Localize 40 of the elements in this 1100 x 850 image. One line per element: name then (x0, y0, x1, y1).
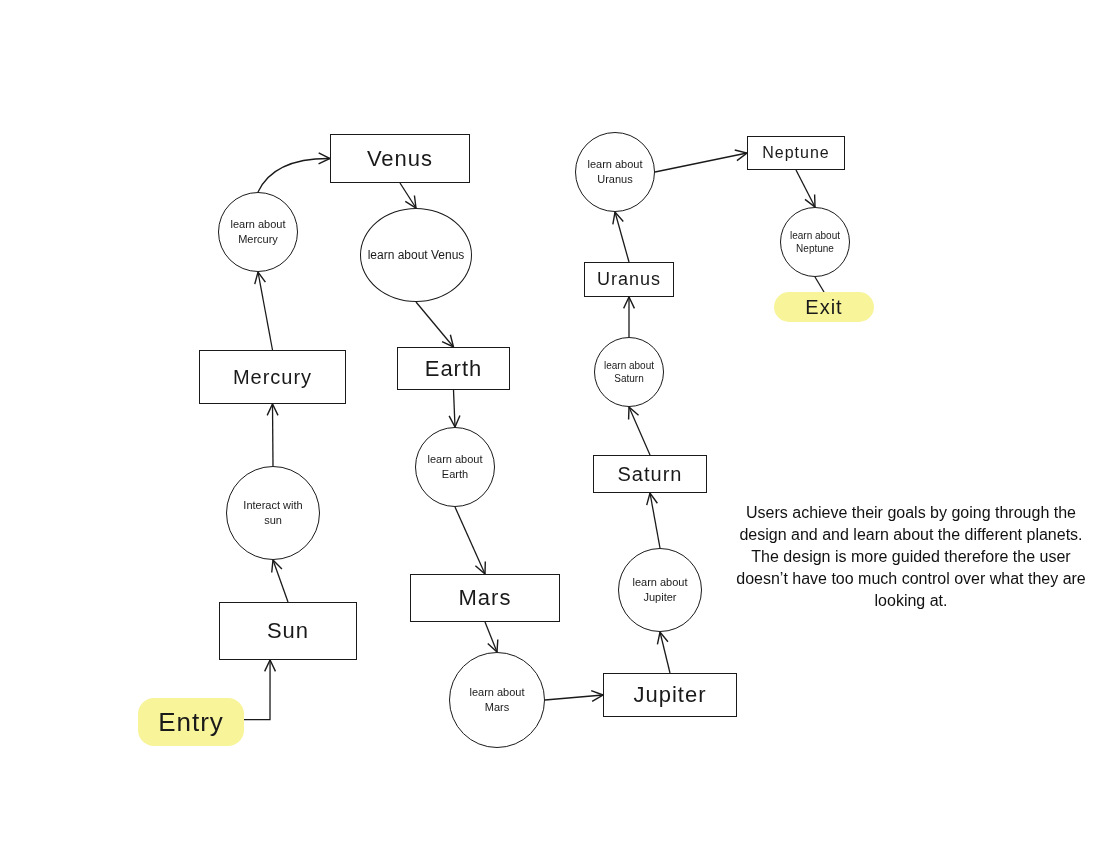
arrow (612, 211, 630, 263)
arrow (544, 689, 604, 703)
step-circle: learn about Mercury (218, 192, 298, 272)
arrow (271, 559, 289, 603)
arrow (399, 182, 417, 209)
arrow (622, 296, 636, 338)
arrow (795, 169, 816, 208)
description-text: Users achieve their goals by going through the design and and learn about the different planets. The design is more guided therefore the user doesn’t have too much control over what they are looking at. (735, 503, 1087, 611)
arrow (484, 621, 499, 653)
process-box: Earth (397, 347, 510, 390)
arrow (646, 492, 661, 549)
arrow (415, 301, 455, 348)
process-box: Venus (330, 134, 470, 183)
step-circle: learn about Jupiter (618, 548, 702, 632)
step-circle: learn about Uranus (575, 132, 655, 212)
arrow (257, 152, 331, 193)
arrow (254, 271, 274, 351)
highlighted-label: Exit (774, 292, 874, 322)
step-circle: learn about Neptune (780, 207, 850, 277)
process-box: Mars (410, 574, 560, 622)
process-box: Uranus (584, 262, 674, 297)
arrow (243, 659, 277, 721)
arrow (627, 406, 651, 456)
process-box: Neptune (747, 136, 845, 170)
step-circle: learn about Venus (360, 208, 472, 302)
step-circle: learn about Saturn (594, 337, 664, 407)
arrow (656, 631, 671, 674)
process-box: Saturn (593, 455, 707, 493)
arrow (654, 149, 748, 173)
connector-line (814, 276, 825, 293)
arrow (448, 389, 461, 428)
step-circle: learn about Mars (449, 652, 545, 748)
arrow (266, 403, 279, 467)
highlighted-label: Entry (138, 698, 244, 746)
step-circle: Interact with sun (226, 466, 320, 560)
process-box: Jupiter (603, 673, 737, 717)
process-box: Sun (219, 602, 357, 660)
process-box: Mercury (199, 350, 346, 404)
step-circle: learn about Earth (415, 427, 495, 507)
arrow (454, 506, 486, 575)
